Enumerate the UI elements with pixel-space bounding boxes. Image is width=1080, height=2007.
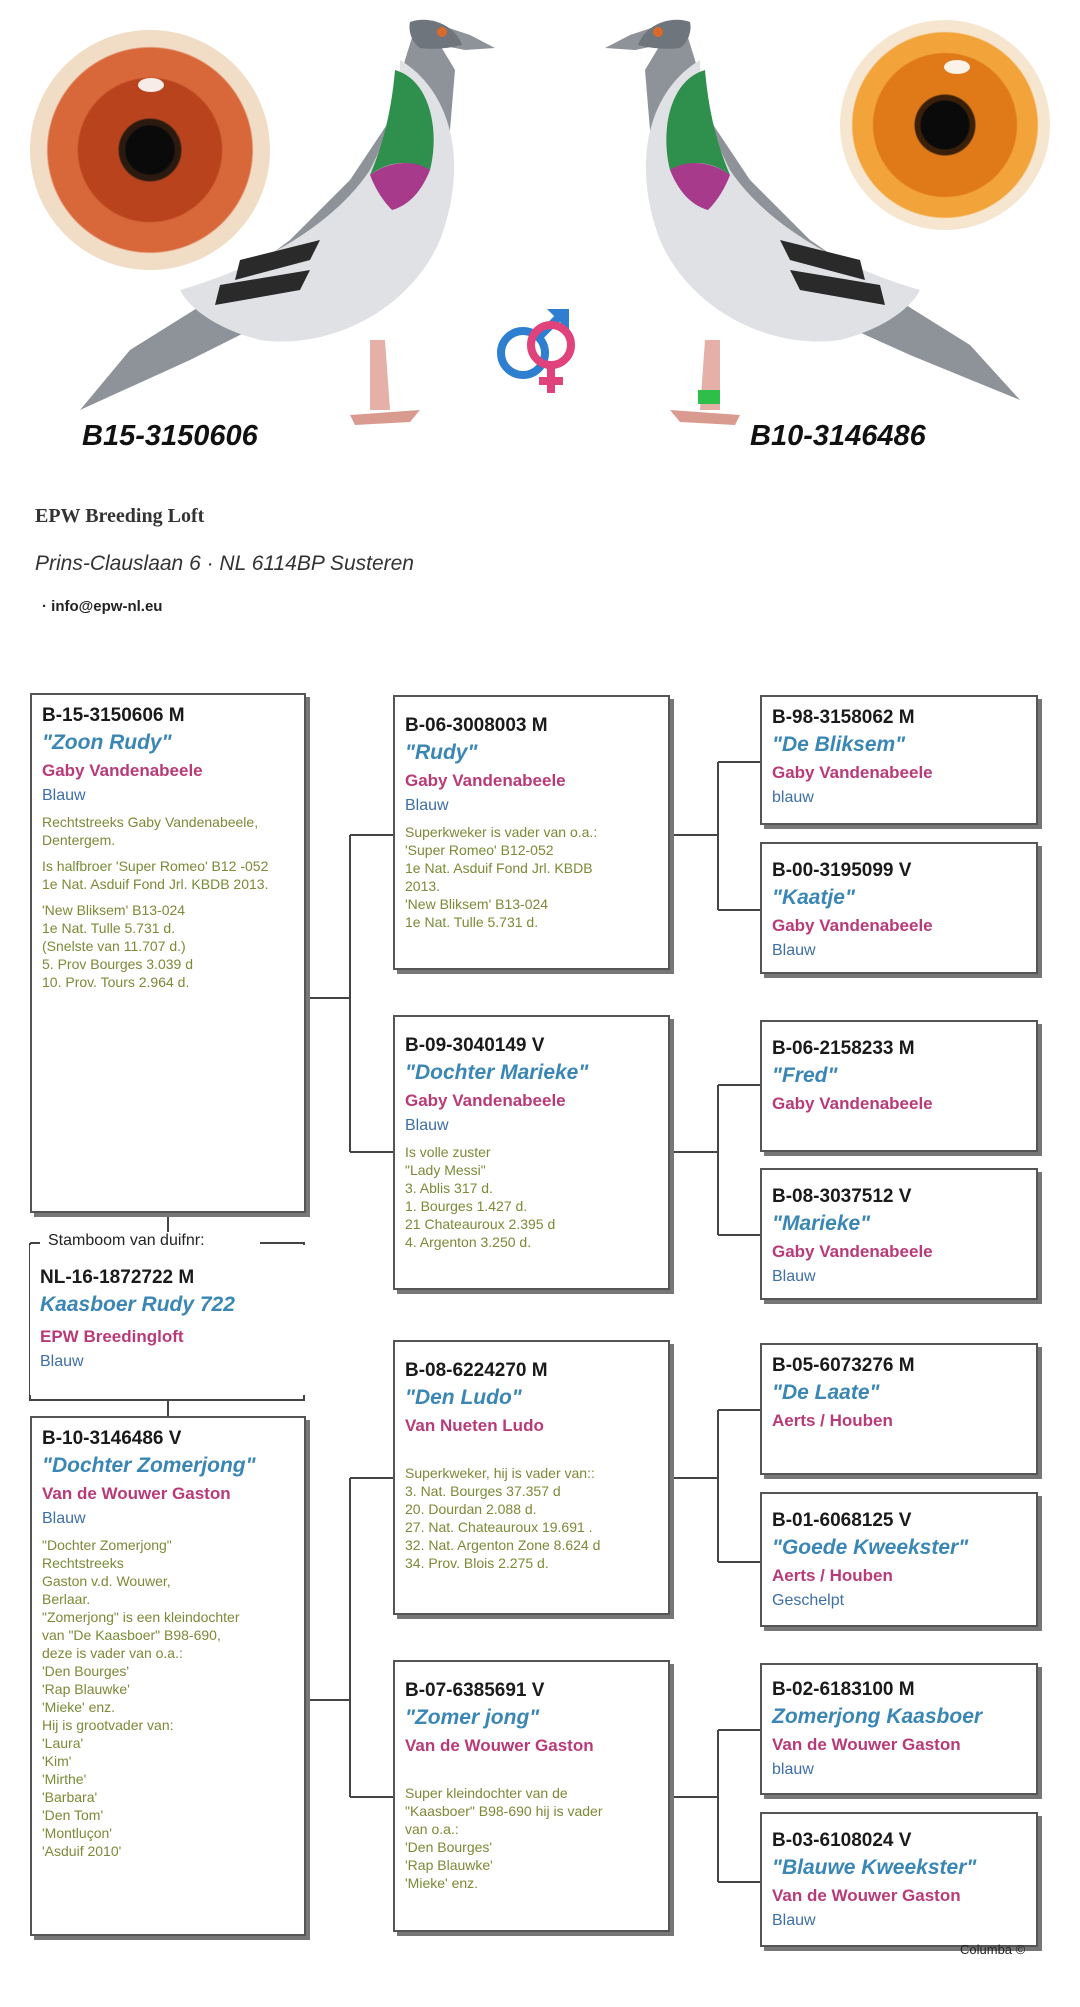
loft-name: EPW Breeding Loft (35, 505, 205, 527)
sire-card[interactable]: B-15-3150606 M "Zoon Rudy" Gaby Vandenab… (30, 693, 306, 1213)
sdd-name: "Marieke" (772, 1212, 871, 1235)
pigeon-eye-icon (840, 20, 1050, 230)
dds-colour: blauw (772, 1761, 814, 1778)
columba-credit: Columba © (960, 1942, 1026, 1957)
loft-address: Prins-Clauslaan 6 · NL 6114BP Susteren (35, 552, 414, 575)
sds-ring: B-06-2158233 M (772, 1038, 915, 1059)
dsd-name: "Goede Kweekster" (772, 1536, 969, 1559)
sire-colour: Blauw (42, 787, 86, 804)
sire-name: "Zoon Rudy" (42, 731, 172, 754)
dam-ring: B-10-3146486 V (42, 1428, 182, 1449)
dds-breeder: Van de Wouwer Gaston (772, 1735, 961, 1754)
sire-breeder: Gaby Vandenabeele (42, 761, 203, 780)
dsd-card[interactable]: B-01-6068125 V "Goede Kweekster" Aerts /… (760, 1492, 1038, 1627)
dsd-ring: B-01-6068125 V (772, 1510, 912, 1531)
dam-sire-ring: B-08-6224270 M (405, 1360, 548, 1381)
dsd-colour: Geschelpt (772, 1592, 845, 1609)
male-female-icon (497, 309, 575, 393)
dam-dam-note: Super kleindochter van de "Kaasboer" B98… (405, 1785, 603, 1891)
sire-note: Is halfbroer 'Super Romeo' B12 -052 1e N… (42, 858, 269, 892)
sire-note: Rechtstreeks Gaby Vandenabeele, Denterge… (42, 814, 259, 848)
header-photo-banner: B15-3150606 B10-3146486 (0, 0, 1080, 470)
sire-dam-note: Is volle zuster "Lady Messi" 3. Ablis 31… (405, 1144, 556, 1250)
sdd-colour: Blauw (772, 1268, 816, 1285)
subject-breeder: EPW Breedingloft (40, 1327, 184, 1346)
dam-card[interactable]: B-10-3146486 V "Dochter Zomerjong" Van d… (30, 1416, 306, 1936)
dam-colour: Blauw (42, 1510, 86, 1527)
sire-dam-breeder: Gaby Vandenabeele (405, 1091, 566, 1110)
sire-sire-note: Superkweker is vader van o.a.: 'Super Ro… (405, 824, 598, 930)
sire-dam-name: "Dochter Marieke" (405, 1061, 589, 1084)
dam-dam-name: "Zomer jong" (405, 1706, 540, 1729)
dam-dam-breeder: Van de Wouwer Gaston (405, 1736, 594, 1755)
loft-email-link[interactable]: · info@epw-nl.eu (42, 598, 163, 615)
sire-note: 'New Bliksem' B13-024 1e Nat. Tulle 5.73… (42, 902, 193, 990)
sire-sire-ring: B-06-3008003 M (405, 715, 548, 736)
sire-sire-colour: Blauw (405, 797, 449, 814)
sire-sire-name: "Rudy" (405, 741, 478, 764)
sdd-breeder: Gaby Vandenabeele (772, 1242, 933, 1261)
subject-card[interactable]: NL-16-1872722 M Kaasboer Rudy 722 EPW Br… (30, 1245, 306, 1395)
dam-sire-breeder: Van Nueten Ludo (405, 1416, 544, 1435)
ssd-ring: B-00-3195099 V (772, 860, 912, 881)
dds-card[interactable]: B-02-6183100 M Zomerjong Kaasboer Van de… (760, 1663, 1038, 1795)
dam-dam-card[interactable]: B-07-6385691 V "Zomer jong" Van de Wouwe… (393, 1660, 670, 1932)
sire-band-number: B15-3150606 (82, 420, 258, 452)
pigeon-eye-icon (30, 30, 270, 270)
dss-ring: B-05-6073276 M (772, 1355, 915, 1376)
sdd-card[interactable]: B-08-3037512 V "Marieke" Gaby Vandenabee… (760, 1168, 1038, 1300)
dss-breeder: Aerts / Houben (772, 1411, 893, 1430)
sire-dam-ring: B-09-3040149 V (405, 1035, 545, 1056)
ddd-breeder: Van de Wouwer Gaston (772, 1886, 961, 1905)
ddd-name: "Blauwe Kweekster" (772, 1856, 977, 1879)
sire-sire-card[interactable]: B-06-3008003 M "Rudy" Gaby Vandenabeele … (393, 695, 670, 970)
dss-name: "De Laate" (772, 1381, 880, 1404)
sire-pigeon-photo (80, 19, 495, 425)
dam-dam-ring: B-07-6385691 V (405, 1680, 545, 1701)
dam-sire-note: Superkweker, hij is vader van:: 3. Nat. … (405, 1465, 601, 1571)
eye-glint-icon (944, 60, 970, 74)
subject-colour: Blauw (40, 1353, 84, 1370)
sds-card[interactable]: B-06-2158233 M "Fred" Gaby Vandenabeele (760, 1020, 1038, 1152)
sire-dam-card[interactable]: B-09-3040149 V "Dochter Marieke" Gaby Va… (393, 1015, 670, 1290)
dam-band-number: B10-3146486 (750, 420, 926, 452)
dss-card[interactable]: B-05-6073276 M "De Laate" Aerts / Houben (760, 1343, 1038, 1475)
dds-name: Zomerjong Kaasboer (772, 1705, 983, 1728)
ssd-card[interactable]: B-00-3195099 V "Kaatje" Gaby Vandenabeel… (760, 842, 1038, 974)
ddd-card[interactable]: B-03-6108024 V "Blauwe Kweekster" Van de… (760, 1812, 1038, 1947)
subject-name: Kaasboer Rudy 722 (40, 1293, 235, 1316)
sdd-ring: B-08-3037512 V (772, 1186, 912, 1207)
sss-colour: blauw (772, 789, 814, 806)
dsd-breeder: Aerts / Houben (772, 1566, 893, 1585)
ssd-breeder: Gaby Vandenabeele (772, 916, 933, 935)
subject-ring: NL-16-1872722 M (40, 1267, 195, 1288)
ddd-colour: Blauw (772, 1912, 816, 1929)
dam-pigeon-photo (605, 19, 1020, 425)
sire-sire-breeder: Gaby Vandenabeele (405, 771, 566, 790)
sds-breeder: Gaby Vandenabeele (772, 1094, 933, 1113)
sss-breeder: Gaby Vandenabeele (772, 763, 933, 782)
ssd-colour: Blauw (772, 942, 816, 959)
dam-name: "Dochter Zomerjong" (42, 1454, 256, 1477)
sire-ring: B-15-3150606 M (42, 705, 185, 726)
dam-sire-name: "Den Ludo" (405, 1386, 522, 1409)
ssd-name: "Kaatje" (772, 886, 855, 909)
sss-ring: B-98-3158062 M (772, 707, 915, 728)
sire-dam-colour: Blauw (405, 1117, 449, 1134)
dam-breeder: Van de Wouwer Gaston (42, 1484, 231, 1503)
eye-glint-icon (138, 78, 164, 92)
dam-sire-card[interactable]: B-08-6224270 M "Den Ludo" Van Nueten Lud… (393, 1340, 670, 1615)
sss-name: "De Bliksem" (772, 733, 906, 756)
dds-ring: B-02-6183100 M (772, 1679, 915, 1700)
ddd-ring: B-03-6108024 V (772, 1830, 912, 1851)
sss-card[interactable]: B-98-3158062 M "De Bliksem" Gaby Vandena… (760, 695, 1038, 825)
dam-note: "Dochter Zomerjong" Rechtstreeks Gaston … (42, 1537, 240, 1859)
sds-name: "Fred" (772, 1064, 838, 1087)
